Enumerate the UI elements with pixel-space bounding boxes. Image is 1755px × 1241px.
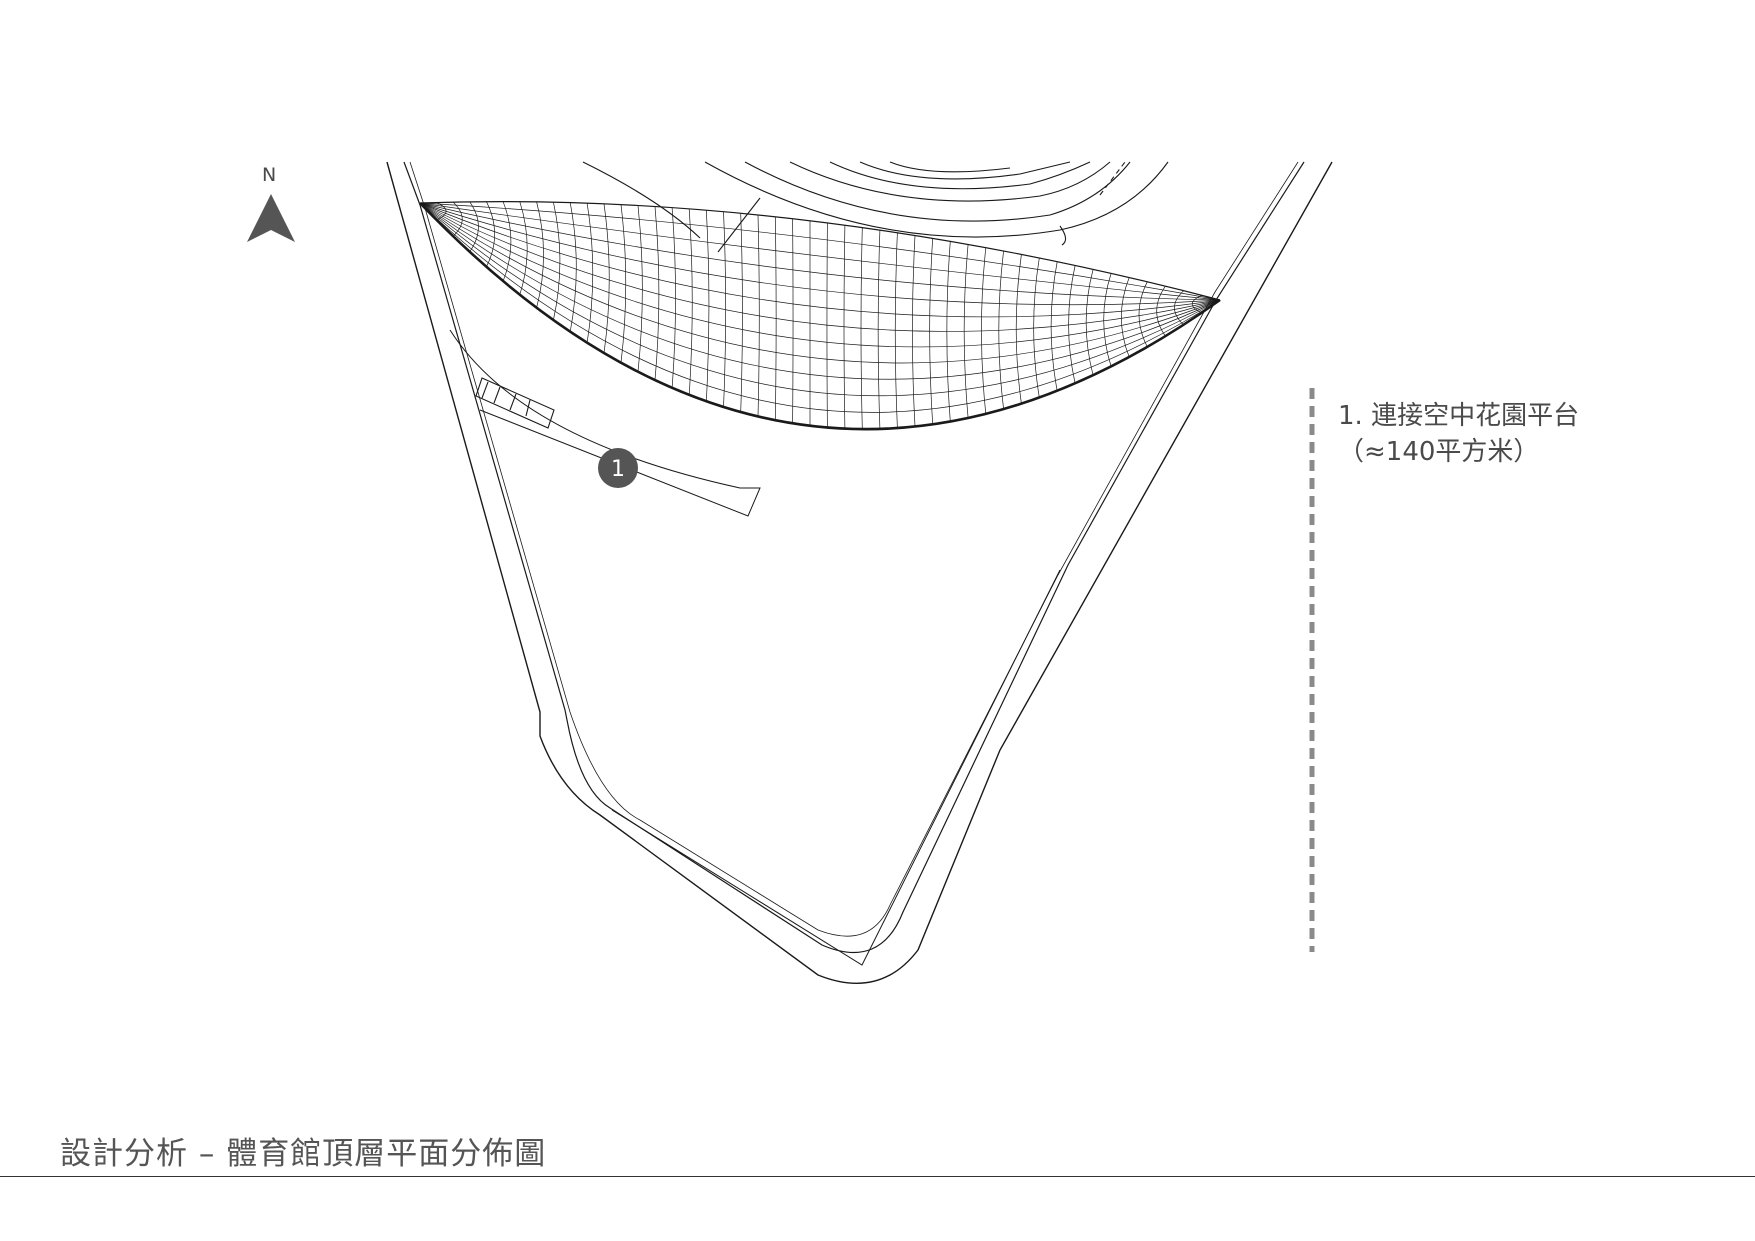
legend-item-1-label: 1. 連接空中花園平台	[1338, 401, 1580, 431]
marker-1-number: 1	[611, 457, 625, 482]
canopy-grid-line	[419, 202, 1221, 413]
stadium-arcs	[582, 161, 1169, 253]
canopy-grid-line	[637, 205, 643, 372]
legend: 1. 連接空中花園平台 （≈140平方米）	[1338, 398, 1579, 470]
canopy-grid-line	[1174, 290, 1184, 326]
canopy-grid-line	[1138, 281, 1148, 348]
canopy-grid-line	[688, 208, 693, 395]
legend-item-1-area: （≈140平方米）	[1338, 437, 1540, 467]
stair-structure	[475, 377, 555, 429]
building-edge-south	[611, 569, 1061, 966]
canopy-grid-line	[963, 244, 969, 419]
canopy-grid-line	[1068, 265, 1076, 384]
canopy-grid-line	[929, 238, 934, 425]
canopy-grid-line	[723, 211, 727, 408]
canopy-grid-line	[603, 203, 610, 354]
canopy-grid-line	[1191, 294, 1202, 314]
canopy-grid-line	[860, 227, 863, 430]
canopy-grid-line	[419, 201, 1221, 301]
marker-1-badge[interactable]	[598, 448, 638, 488]
canopy-grid-line	[894, 232, 898, 429]
canopy-grid-line	[452, 201, 463, 237]
garden-canopy-grid	[419, 201, 1221, 431]
canopy-grid-line	[1033, 257, 1040, 398]
canopy-grid-line	[419, 202, 1221, 431]
canopy-grid-line	[419, 202, 1221, 348]
canopy-grid-line	[1085, 269, 1094, 376]
canopy-grid-line	[912, 235, 916, 427]
north-label: N	[262, 164, 277, 186]
canopy-grid-line	[1121, 277, 1130, 358]
canopy-grid-line	[740, 213, 743, 413]
canopy-grid-line	[671, 207, 676, 388]
canopy-grid-line	[1015, 254, 1022, 404]
canopy-grid-line	[620, 204, 627, 363]
canopy-grid-line	[502, 201, 512, 282]
footer-divider	[0, 1176, 1755, 1177]
canopy-grid-line	[998, 250, 1004, 410]
canopy-grid-line	[1156, 286, 1166, 337]
canopy-grid-line	[436, 202, 447, 221]
canopy-grid-line	[486, 201, 495, 267]
canopy-grid-line	[1050, 261, 1058, 391]
canopy-grid-line	[877, 230, 881, 429]
north-arrow-icon	[247, 194, 295, 242]
canopy-grid-line	[654, 206, 660, 381]
site-inner-boundary	[403, 161, 1305, 954]
canopy-grid-line	[553, 202, 561, 321]
page-title: 設計分析 – 體育館頂層平面分佈圖	[60, 1136, 547, 1172]
canopy-grid-line	[419, 202, 1221, 397]
canopy-grid-line	[586, 203, 594, 343]
canopy-grid-line	[536, 201, 544, 308]
canopy-grid-line	[946, 241, 951, 422]
platform-outline	[449, 329, 761, 517]
site-inner-boundary-2	[409, 161, 1299, 937]
canopy-grid-line	[705, 210, 710, 402]
site-outer-boundary	[386, 161, 1333, 984]
canopy-grid-line	[519, 201, 528, 295]
canopy-grid-line	[981, 247, 987, 414]
canopy-grid-line	[774, 216, 777, 421]
canopy-grid-line	[569, 202, 577, 332]
canopy-grid-line	[843, 225, 846, 429]
canopy-grid-line	[469, 201, 479, 252]
canopy-grid-line	[757, 214, 760, 417]
canopy-grid-line	[1103, 273, 1112, 367]
